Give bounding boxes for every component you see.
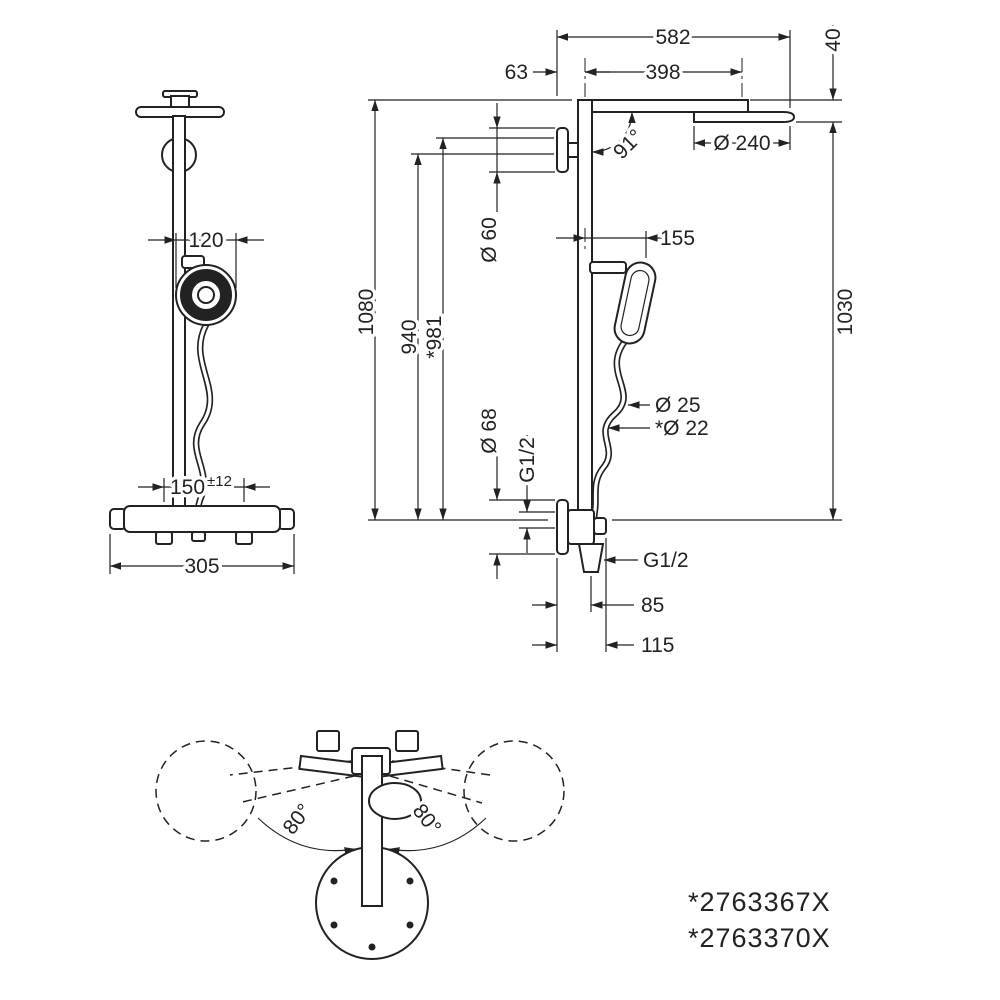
dim-angle-91: 91° [591, 111, 651, 167]
dim-label-120: 120 [188, 229, 223, 252]
dim-diameter-60: Ø 60 [475, 103, 555, 266]
dim-thread-wall: G1/2 [513, 434, 555, 553]
hose-outlet-side [577, 543, 605, 573]
dim-label-305: 305 [184, 555, 219, 578]
dim-label-85: 85 [641, 594, 664, 617]
dim-label-940: 940 [398, 319, 421, 354]
dim-305: 305 [109, 534, 295, 582]
dim-label-diameter-68: Ø 68 [478, 408, 501, 454]
dim-582: 582 [556, 23, 791, 108]
dim-label-thread-wall: G1/2 [516, 437, 539, 483]
dim-diameter-22: *Ø 22 [608, 414, 712, 444]
dim-thread-outlet: G1/2 [604, 546, 692, 576]
part-number-1: *2763367X [688, 887, 831, 917]
dim-63: 63 [501, 58, 610, 88]
dim-label-150: 150 [170, 476, 205, 499]
dim-label-150-tolerance: ±12 [207, 473, 232, 490]
dim-label-diameter-60: Ø 60 [478, 217, 501, 263]
dim-85: 85 [532, 558, 668, 652]
shower-arm-side [577, 99, 749, 113]
bracket-clamp-right [395, 730, 419, 752]
bottom-view: 80° 80° [155, 730, 565, 960]
hand-shower-center [197, 286, 215, 304]
thermostat-valve-front [123, 505, 281, 533]
dim-label-582: 582 [655, 26, 690, 49]
riser-pipe-side [577, 99, 593, 519]
dim-label-155: 155 [660, 227, 695, 250]
dim-115: 115 [532, 538, 678, 661]
shower-arm-top-view [361, 755, 383, 907]
screw-hole [330, 921, 338, 929]
dim-label-981: *981 [423, 315, 446, 358]
wall-flange-side [556, 127, 569, 173]
valve-knob-side [593, 517, 607, 535]
dim-label-angle-91: 91° [609, 125, 648, 164]
dim-120: 120 [148, 226, 264, 288]
side-view: 582 63 398 40 1030 [352, 23, 861, 661]
screw-hole [406, 921, 414, 929]
dim-label-1030: 1030 [834, 289, 857, 336]
dim-label-diameter-22: *Ø 22 [655, 417, 709, 440]
screw-hole [368, 943, 376, 951]
dim-label-115: 115 [641, 634, 674, 657]
dim-label-40: 40 [822, 28, 845, 51]
screw-hole [406, 877, 414, 885]
bracket-clamp-left [316, 730, 340, 752]
wall-union-left [155, 531, 173, 545]
hand-shower-top-view [368, 782, 422, 820]
dim-981: *981 [420, 137, 554, 520]
dim-diameter-25: Ø 25 [628, 391, 704, 421]
hose-union-front [191, 531, 206, 542]
dim-150: 150 ±12 [138, 470, 270, 503]
swivel-position-left [155, 740, 257, 842]
dim-label-398: 398 [645, 61, 680, 84]
wall-flange-connector [567, 142, 579, 158]
overhead-shower-plate-side [693, 111, 796, 123]
valve-body-side [567, 509, 595, 545]
dim-398: 398 [585, 58, 742, 88]
dim-1030: 1030 [612, 121, 861, 521]
screw-hole [330, 877, 338, 885]
part-numbers: *2763367X *2763370X [688, 887, 831, 953]
dim-angle-80-left: 80° [257, 796, 357, 855]
dim-label-diameter-25: Ø 25 [655, 394, 701, 417]
dim-label-63: 63 [505, 61, 528, 84]
valve-wall-plate-side [556, 499, 569, 555]
dim-label-diameter-240: Ø 240 [713, 132, 770, 155]
hand-shower-side [613, 261, 657, 345]
dim-label-1080: 1080 [355, 289, 378, 336]
hand-shower-holder-side [589, 261, 627, 274]
part-number-2: *2763370X [688, 923, 831, 953]
dim-940: 940 [395, 153, 554, 520]
wall-union-right [235, 531, 253, 545]
dim-diameter-240: Ø 240 [693, 126, 791, 159]
front-view: 120 150 ±12 305 [109, 90, 295, 582]
swivel-position-right [463, 740, 565, 842]
hand-shower-spray-ring [180, 269, 232, 321]
dim-155: 155 [556, 224, 699, 258]
dim-label-angle-80-left: 80° [279, 800, 317, 839]
dim-diameter-68: Ø 68 [475, 405, 555, 579]
dim-1080: 1080 [352, 99, 572, 521]
dim-40: 40 [750, 25, 849, 101]
dim-label-thread-outlet: G1/2 [643, 549, 689, 572]
